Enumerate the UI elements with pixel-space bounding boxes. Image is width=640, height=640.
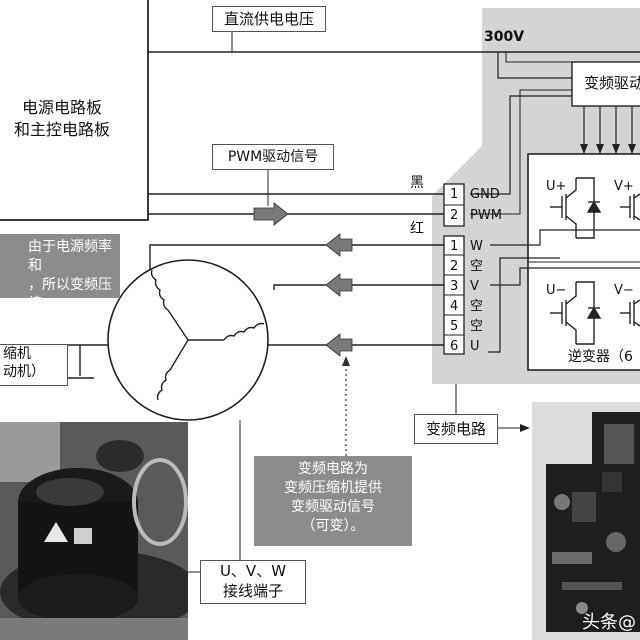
pin-name-w: W bbox=[470, 239, 483, 254]
compressor-photo bbox=[0, 422, 188, 640]
speed-note: 由于电源频率和 ，所以变频压缩 速是变化的。 bbox=[0, 234, 120, 350]
drive-note-line3: 变频驱动信号 bbox=[291, 499, 375, 515]
igbt-v-minus bbox=[620, 299, 640, 327]
connector-bottom-pin-3: 3 bbox=[450, 279, 459, 294]
pin-name-u: U bbox=[470, 339, 480, 354]
inverter-drive-label: 变频驱动 bbox=[584, 74, 640, 92]
pin-name-v: V bbox=[470, 279, 479, 294]
pwm-signal-label: PWM驱动信号 bbox=[212, 144, 334, 170]
igbt-u-minus bbox=[550, 281, 602, 345]
v-wire bbox=[273, 284, 444, 290]
motor-windings bbox=[150, 269, 265, 401]
power-board-line2: 和主控电路板 bbox=[14, 120, 111, 139]
connector-bottom-pin-6: 6 bbox=[450, 339, 459, 354]
igbt-u-plus-label: U+ bbox=[546, 179, 567, 194]
connector-bottom-pin-1: 1 bbox=[450, 239, 459, 254]
wire-red-label: 红 bbox=[410, 221, 424, 237]
pwm-arrow bbox=[253, 202, 289, 226]
uvw-terminals-label: U、V、W 接线端子 bbox=[200, 560, 306, 604]
connector-bottom-pin-4: 4 bbox=[450, 299, 459, 314]
igbt-u-minus-label: U− bbox=[546, 283, 567, 298]
w-arrow bbox=[325, 233, 353, 257]
wire-black-label: 黑 bbox=[410, 175, 424, 191]
power-board-box bbox=[0, 0, 149, 221]
connector-top-pin-2: 2 bbox=[450, 208, 459, 223]
pcb-photo-svg bbox=[532, 402, 640, 640]
drive-note-line1: 变频电路为 bbox=[298, 461, 368, 477]
igbt-u-plus bbox=[550, 177, 602, 239]
uvw-terminals-line2: 接线端子 bbox=[222, 582, 283, 600]
pcb-photo bbox=[532, 402, 640, 640]
gnd-pin-name: GND bbox=[470, 187, 500, 202]
igbt-v-plus bbox=[620, 193, 640, 221]
compressor-label-line2: 动机） bbox=[3, 364, 45, 380]
pin-name-empty-2: 空 bbox=[470, 259, 484, 274]
drive-note: 变频电路为 变频压缩机提供 变频驱动信号 （可变）。 bbox=[254, 456, 412, 546]
speed-note-line1: 由于电源频率和 bbox=[28, 239, 112, 274]
inverter-circuit-label: 变频电路 bbox=[414, 414, 498, 444]
connector-bottom-pin-2: 2 bbox=[450, 259, 459, 274]
igbt-v-minus-label: V− bbox=[614, 283, 634, 298]
pin-name-empty-5: 空 bbox=[470, 319, 484, 334]
compressor-label: 缩机 动机） bbox=[0, 344, 68, 386]
pwm-pin-name: PWM bbox=[470, 208, 502, 223]
drive-arrows bbox=[580, 106, 636, 154]
pin-name-empty-4: 空 bbox=[470, 299, 484, 314]
connector-top-pin-1: 1 bbox=[450, 187, 459, 202]
drive-note-line2: 变频压缩机提供 bbox=[284, 480, 382, 496]
igbt-v-plus-label: V+ bbox=[614, 179, 634, 194]
u-arrow bbox=[325, 333, 353, 357]
inverter-caption: 逆变器（6 bbox=[568, 349, 633, 365]
compressor-label-line1: 缩机 bbox=[3, 346, 31, 362]
compressor-photo-svg bbox=[0, 422, 188, 640]
inverter-drive-box bbox=[571, 61, 640, 107]
dc-supply-label: 直流供电电压 bbox=[212, 6, 326, 32]
speed-note-line2: ，所以变频压缩 bbox=[28, 277, 112, 312]
connector-bottom-pin-5: 5 bbox=[450, 319, 459, 334]
drive-note-line4: （可变）。 bbox=[301, 518, 365, 534]
voltage-300v-label: 300V bbox=[484, 29, 525, 45]
uvw-terminals-line1: U、V、W bbox=[219, 562, 287, 580]
v-arrow bbox=[325, 273, 353, 297]
power-board-line1: 电源电路板 bbox=[22, 98, 103, 117]
watermark: 头条@ bbox=[582, 612, 636, 633]
